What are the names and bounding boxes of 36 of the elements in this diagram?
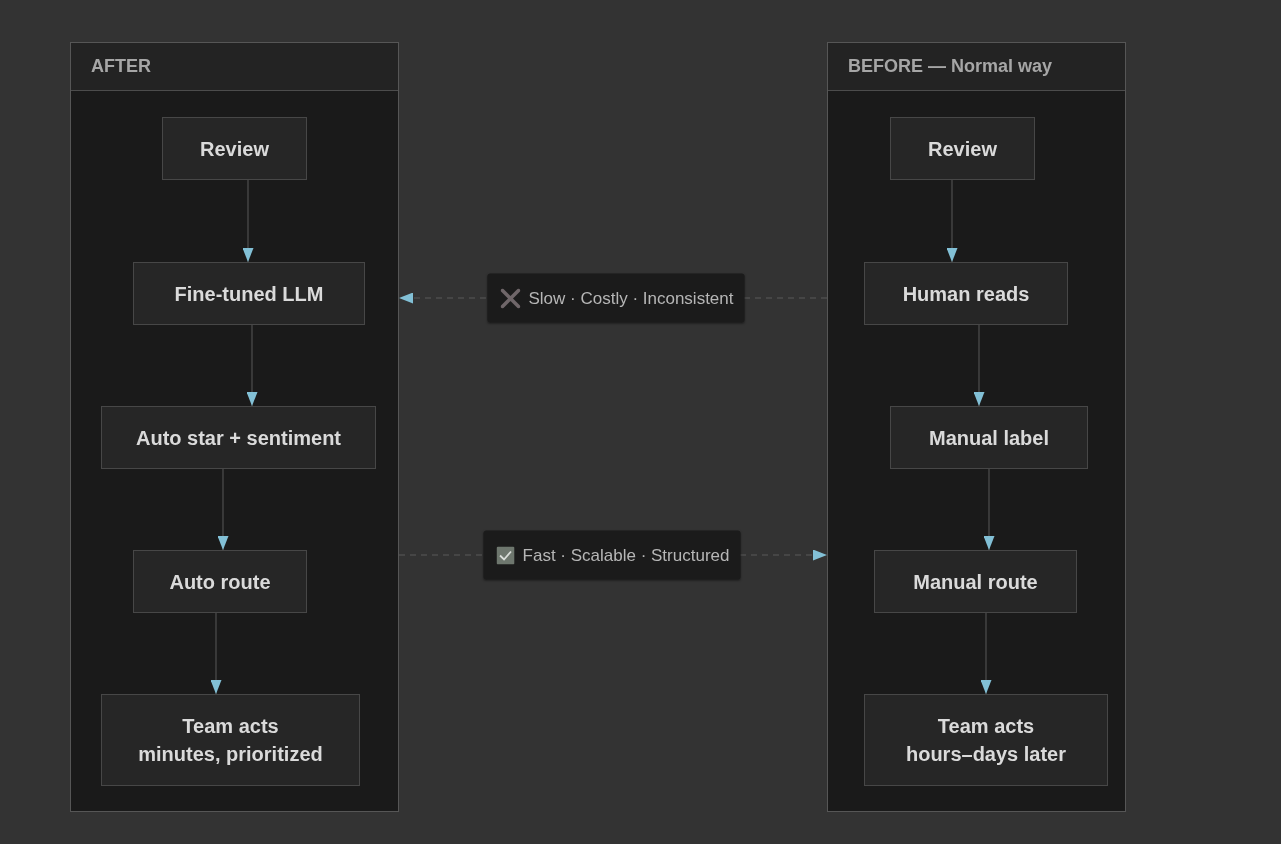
step-label: Team acts	[937, 714, 1035, 739]
process-box	[864, 694, 1108, 786]
step-label: Auto star + sentiment	[135, 425, 341, 451]
swimlane-panel	[70, 42, 399, 812]
swimlane-panel	[827, 42, 1126, 812]
process-box	[101, 406, 376, 469]
arrow	[242, 179, 254, 263]
process-box	[890, 117, 1035, 180]
arrow	[973, 324, 985, 407]
process-box	[874, 550, 1077, 613]
arrow	[210, 612, 222, 695]
edge-label: Slow · Costly · Inconsistent	[528, 288, 734, 308]
arrow	[983, 468, 995, 551]
process-box	[101, 694, 360, 786]
step-label: Manual route	[913, 569, 1038, 595]
step-label: Fine-tuned LLM	[174, 281, 324, 307]
process-box	[864, 262, 1068, 325]
step-label: Team acts	[182, 714, 279, 739]
process-box	[890, 406, 1088, 469]
step-label: Auto route	[169, 569, 271, 595]
step-label: Human reads	[902, 281, 1030, 307]
process-box	[133, 262, 365, 325]
arrow	[946, 179, 958, 263]
arrow	[980, 612, 992, 695]
panel-title: AFTER	[91, 56, 151, 77]
step-label: hours–days later	[905, 742, 1067, 767]
step-label: Manual label	[929, 425, 1049, 451]
arrow	[246, 324, 258, 407]
process-box	[133, 550, 307, 613]
step-label: minutes, prioritized	[138, 742, 323, 767]
arrow	[217, 468, 229, 551]
process-box	[162, 117, 307, 180]
edge-label: Fast · Scalable · Structured	[522, 545, 730, 565]
step-label: Review	[928, 136, 997, 162]
step-label: Review	[200, 136, 269, 162]
panel-title: BEFORE — Normal way	[848, 56, 1053, 77]
